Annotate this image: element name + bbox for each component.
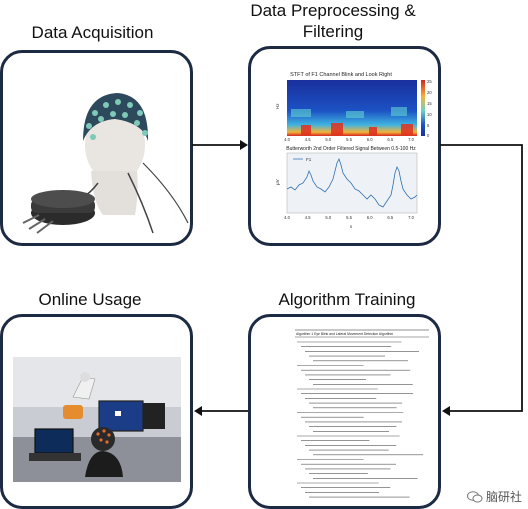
x-tick-label: 4.5 [305,215,311,220]
title-preprocessing-line1: Data Preprocessing & [250,1,416,20]
panel-online-usage [0,314,193,509]
x-tick-label: 5.5 [346,215,352,220]
title-algorithm-training: Algorithm Training [278,290,416,309]
x-tick-label: 4.5 [305,137,311,142]
x-tick-label: 4.0 [284,215,290,220]
title-online-usage: Online Usage [38,290,142,309]
colorbar [421,80,425,136]
x-tick-label: 6.0 [367,215,373,220]
x-tick-label: 6.5 [387,215,393,220]
x-tick-label: 7.0 [408,215,414,220]
colorbar-tick-20: 20 [427,90,432,95]
x-tick-label: 5.5 [346,137,352,142]
colorbar-tick-5: 5 [427,123,430,128]
x-axis-label: s [350,224,353,229]
title-data-acquisition: Data Acquisition [31,23,154,42]
watermark-text: 脑研社 [485,490,522,504]
arrow-acquisition-to-preprocessing [192,140,248,150]
x-tick-label: 5.0 [325,215,331,220]
colorbar-tick-15: 15 [427,101,432,106]
algorithm-document: Algorithm 1 Eye Blink and Lateral Moveme… [295,329,429,498]
signal-line [286,157,418,208]
x-tick-label: 4.0 [284,137,290,142]
online-usage-photo [13,357,181,482]
wechat-icon [466,490,483,502]
filter-title: Butterworth 2nd Order Filtered Signal Be… [286,146,416,152]
legend-f1: F1 [306,157,312,162]
colorbar-tick-10: 10 [427,112,432,117]
panel-preprocessing: STFT of F1 Channel Blink and Look Right [248,46,441,246]
title-preprocessing-line2: Filtering [302,22,364,41]
watermark: 脑研社 [466,488,522,505]
stft-title: STFT of F1 Channel Blink and Look Right [290,72,392,78]
stft-ylabel: Hz [275,103,280,109]
eeg-headset-illustration [22,93,189,234]
filter-ylabel: μV [275,179,280,185]
x-tick-label: 6.0 [367,137,373,142]
algorithm-caption: Algorithm 1 Eye Blink and Lateral Moveme… [296,332,393,336]
x-tick-label: 6.5 [387,137,393,142]
panel-algorithm-training: Algorithm 1 Eye Blink and Lateral Moveme… [248,314,441,509]
colorbar-tick-0: 0 [427,133,430,138]
arrow-training-to-online [194,406,248,416]
colorbar-tick-25: 25 [427,79,432,84]
signal-plot-area [286,152,418,214]
arrow-preprocessing-to-training [440,144,523,416]
algorithm-lines [297,341,424,498]
preprocessing-figure: STFT of F1 Channel Blink and Look Right [275,72,432,229]
panel-data-acquisition [0,50,193,246]
x-tick-label: 5.0 [325,137,331,142]
x-tick-label: 7.0 [408,137,414,142]
